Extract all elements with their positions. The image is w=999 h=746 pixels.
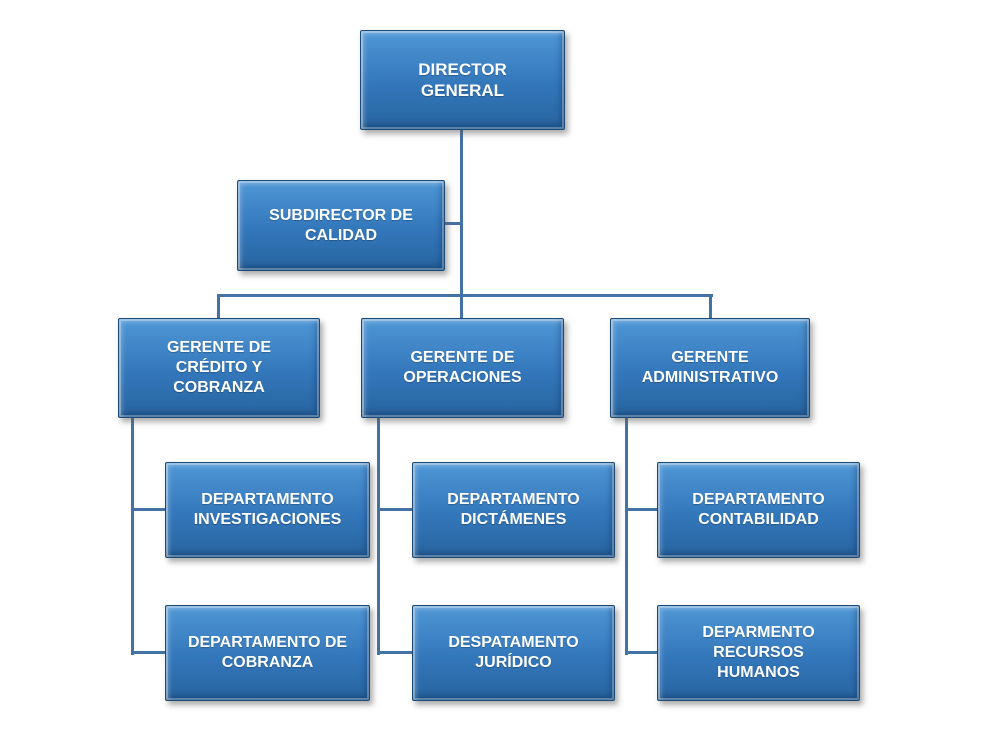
node-director-general-label: DIRECTOR GENERAL	[418, 59, 507, 100]
connector-stub-investigaciones	[131, 508, 167, 511]
connector-stub-juridico	[377, 651, 414, 654]
node-departamento-juridico: DESPATAMENTO JURÍDICO	[412, 605, 615, 701]
node-departamento-contabilidad-label: DEPARTAMENTO CONTABILIDAD	[692, 491, 825, 528]
node-departamento-investigaciones: DEPARTAMENTO INVESTIGACIONES	[165, 462, 370, 558]
node-gerente-credito-cobranza: GERENTE DE CRÉDITO Y COBRANZA	[118, 318, 320, 418]
connector-hang-administrativo	[625, 417, 628, 655]
node-gerente-operaciones-label: GERENTE DE OPERACIONES	[403, 349, 522, 386]
connector-hang-credito	[131, 417, 134, 655]
node-departamento-juridico-label: DESPATAMENTO JURÍDICO	[448, 634, 579, 671]
node-departamento-contabilidad: DEPARTAMENTO CONTABILIDAD	[657, 462, 860, 558]
node-gerente-credito-cobranza-label: GERENTE DE CRÉDITO Y COBRANZA	[166, 339, 271, 396]
connector-subdirector-stub	[444, 222, 462, 225]
node-director-general: DIRECTOR GENERAL	[360, 30, 565, 130]
connector-stub-recursos-humanos	[625, 651, 659, 654]
connector-stub-cobranza	[131, 651, 167, 654]
node-gerente-administrativo: GERENTE ADMINISTRATIVO	[610, 318, 810, 418]
node-gerente-administrativo-label: GERENTE ADMINISTRATIVO	[641, 349, 779, 386]
connector-stub-dictamenes	[377, 508, 414, 511]
node-departamento-cobranza: DEPARTAMENTO DE COBRANZA	[165, 605, 370, 701]
node-subdirector-calidad-label: SUBDIRECTOR DE CALIDAD	[269, 206, 413, 244]
node-subdirector-calidad: SUBDIRECTOR DE CALIDAD	[237, 180, 445, 271]
node-departamento-dictamenes-label: DEPARTAMENTO DICTÁMENES	[447, 491, 580, 528]
connector-stub-contabilidad	[625, 508, 659, 511]
node-departamento-investigaciones-label: DEPARTAMENTO INVESTIGACIONES	[193, 491, 342, 528]
connector-stub-gerente-credito	[217, 294, 220, 320]
node-departamento-recursos-humanos-label: DEPARMENTO RECURSOS HUMANOS	[702, 624, 815, 681]
connector-main-horizontal	[217, 294, 713, 297]
node-gerente-operaciones: GERENTE DE OPERACIONES	[361, 318, 564, 418]
connector-hang-operaciones	[377, 417, 380, 655]
node-departamento-dictamenes: DEPARTAMENTO DICTÁMENES	[412, 462, 615, 558]
node-departamento-cobranza-label: DEPARTAMENTO DE COBRANZA	[187, 634, 348, 671]
connector-stub-gerente-administrativo	[709, 294, 712, 320]
node-departamento-recursos-humanos: DEPARMENTO RECURSOS HUMANOS	[657, 605, 860, 701]
